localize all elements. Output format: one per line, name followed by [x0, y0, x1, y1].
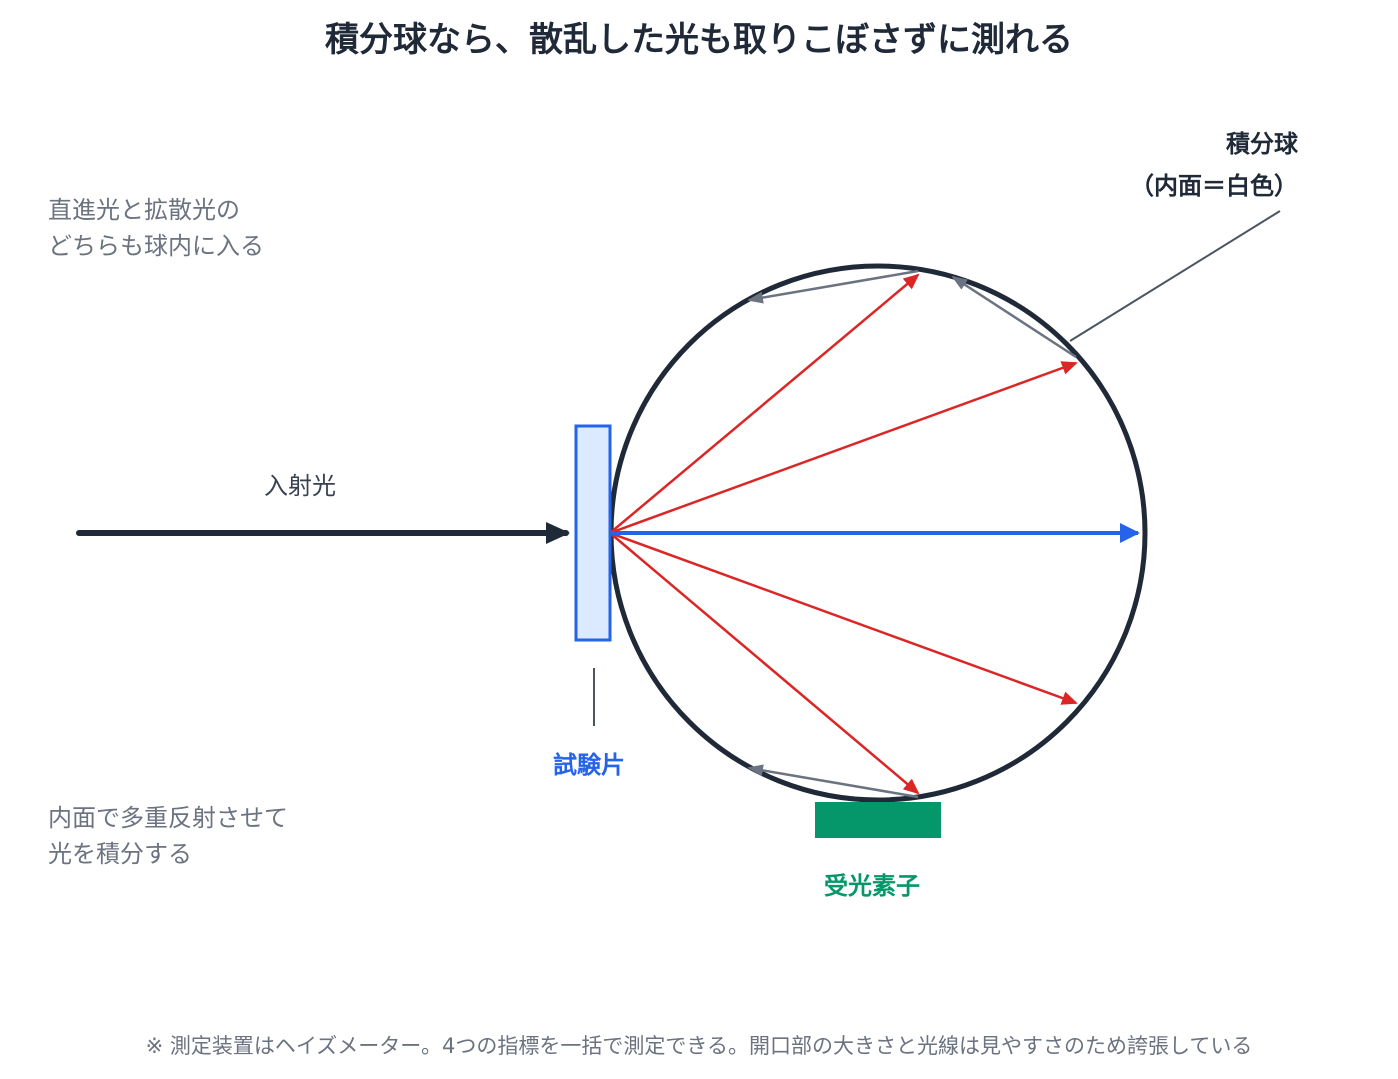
specimen-label: 試験片 — [553, 751, 625, 779]
sphere-label-sub: （内面＝白色） — [1130, 172, 1298, 200]
reflected-ray — [951, 275, 1077, 359]
sphere-label-title: 積分球 — [1226, 130, 1298, 158]
note-straight-diffuse: 直進光と拡散光の どちらも球内に入る — [48, 192, 264, 264]
scattered-ray — [609, 273, 920, 534]
detector-element — [815, 802, 941, 838]
note-line: どちらも球内に入る — [48, 232, 264, 260]
scattered-ray — [609, 361, 1078, 535]
specimen — [574, 424, 612, 642]
footnote: ※ 測定装置はヘイズメーター。4つの指標を一括で測定できる。開口部の大きさと光線… — [145, 1034, 1253, 1058]
note-line: 直進光と拡散光の — [48, 196, 240, 224]
page-title: 積分球なら、散乱した光も取りこぼさずに測れる — [325, 20, 1073, 60]
reflected-ray — [747, 764, 919, 799]
sphere-leader-line — [1069, 210, 1281, 342]
reflected-ray — [747, 269, 919, 304]
note-multi-reflection: 内面で多重反射させて 光を積分する — [48, 800, 288, 872]
note-line: 内面で多重反射させて — [48, 804, 288, 832]
detector-label: 受光素子 — [824, 872, 920, 900]
note-line: 光を積分する — [48, 840, 192, 868]
incident-light-label: 入射光 — [264, 472, 336, 500]
scattered-ray — [609, 531, 1078, 705]
scattered-ray — [609, 532, 920, 795]
